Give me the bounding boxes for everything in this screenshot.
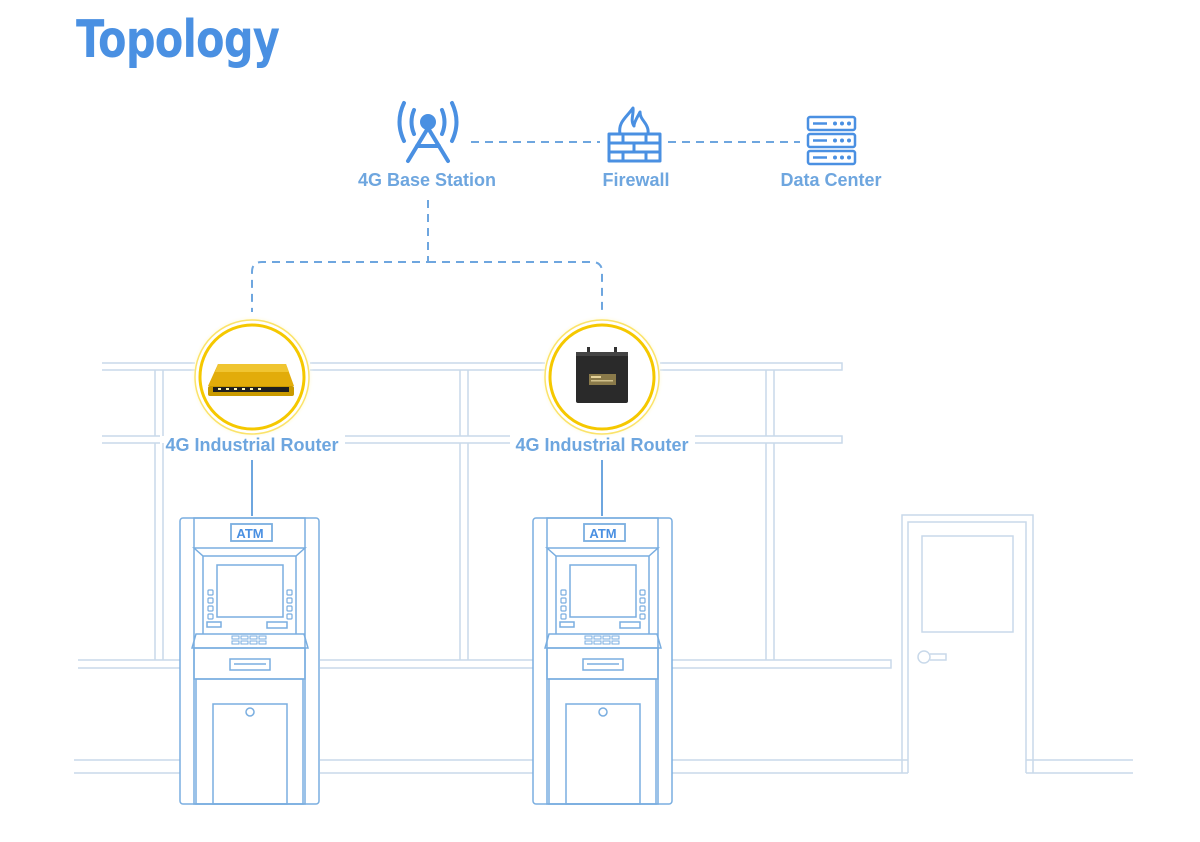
- page-title: Topology: [76, 10, 280, 70]
- server-rack-icon: [806, 115, 857, 166]
- atm-sign-left: ATM: [236, 526, 263, 541]
- router-yellow-icon: [208, 364, 294, 396]
- link-base-router-right: [428, 261, 603, 312]
- connection-lines: [251, 141, 800, 312]
- router-left-label: 4G Industrial Router: [165, 435, 338, 455]
- antenna-tower-icon: [397, 101, 459, 163]
- door-knob: [917, 650, 931, 664]
- router-left-node: [190, 315, 314, 439]
- router-black-icon: [576, 347, 628, 403]
- door: [901, 514, 1034, 773]
- router-right-node: [540, 315, 664, 439]
- data-center-label: Data Center: [780, 170, 881, 190]
- atm-sign-right: ATM: [589, 526, 616, 541]
- atm-machine: [179, 517, 320, 805]
- router-right-label: 4G Industrial Router: [515, 435, 688, 455]
- link-base-router-left: [251, 200, 429, 312]
- building-outline: [74, 362, 1133, 774]
- base-station-label: 4G Base Station: [358, 170, 496, 190]
- router-atm-links: [251, 460, 603, 516]
- atm-machine-right: [532, 517, 673, 805]
- firewall-icon: [607, 106, 662, 163]
- firewall-label: Firewall: [602, 170, 669, 190]
